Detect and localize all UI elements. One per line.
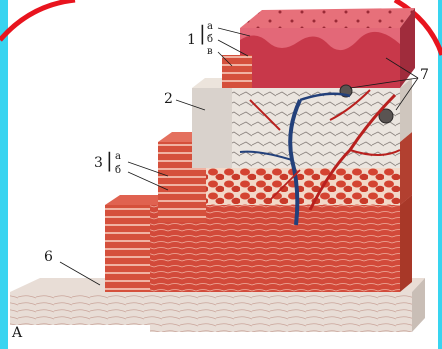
annotation-arc-left [0,0,75,40]
label-3b: б [115,166,121,176]
label-6: 6 [44,250,53,264]
muscle-block-side [105,205,150,292]
bracket-3: | [106,150,113,170]
label-1b: б [207,35,213,45]
base-slab-front [10,292,150,325]
label-1v: в [207,47,213,57]
submucosa-side [192,88,232,168]
corner-label: A [12,326,22,340]
label-3: 3 [94,156,103,170]
label-1a: а [207,22,213,32]
label-2: 2 [164,92,173,106]
label-1: 1 [187,33,196,47]
label-3a: а [115,152,121,162]
mucosa-surface [240,8,415,28]
bracket-1: | [199,23,206,43]
label-7: 7 [420,68,429,82]
